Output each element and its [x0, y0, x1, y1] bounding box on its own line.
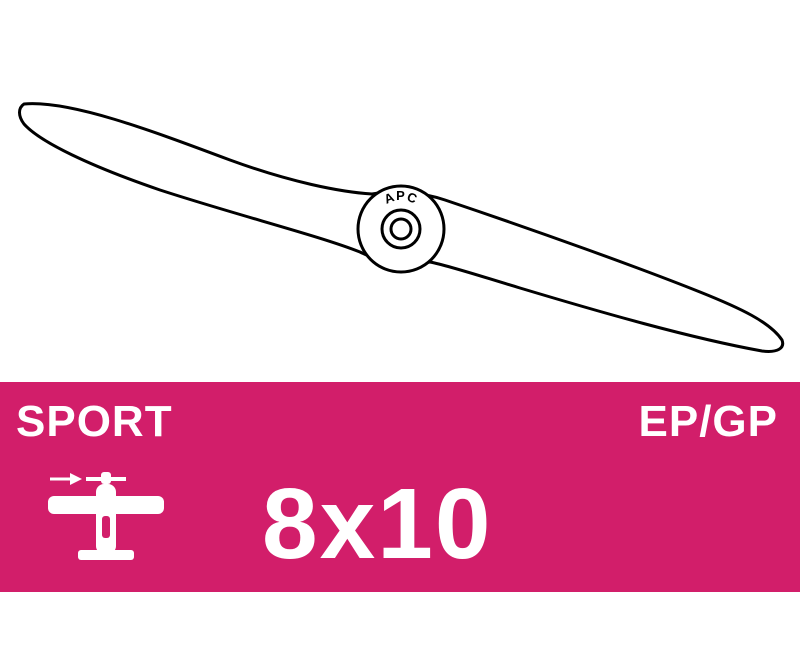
prop-size-label: 8x10	[262, 468, 493, 580]
propeller-icon: APC	[18, 102, 785, 353]
propeller-hub-bore	[389, 217, 413, 241]
propeller-illustration: APC	[18, 102, 785, 353]
product-banner: SPORT EP/GP 8x10	[0, 382, 800, 592]
airplane-icon	[48, 470, 164, 566]
footer-space	[0, 592, 800, 655]
propeller-brand-logo: APC	[382, 188, 420, 207]
fuel-type-label: EP/GP	[638, 397, 778, 446]
category-label: SPORT	[16, 397, 173, 446]
